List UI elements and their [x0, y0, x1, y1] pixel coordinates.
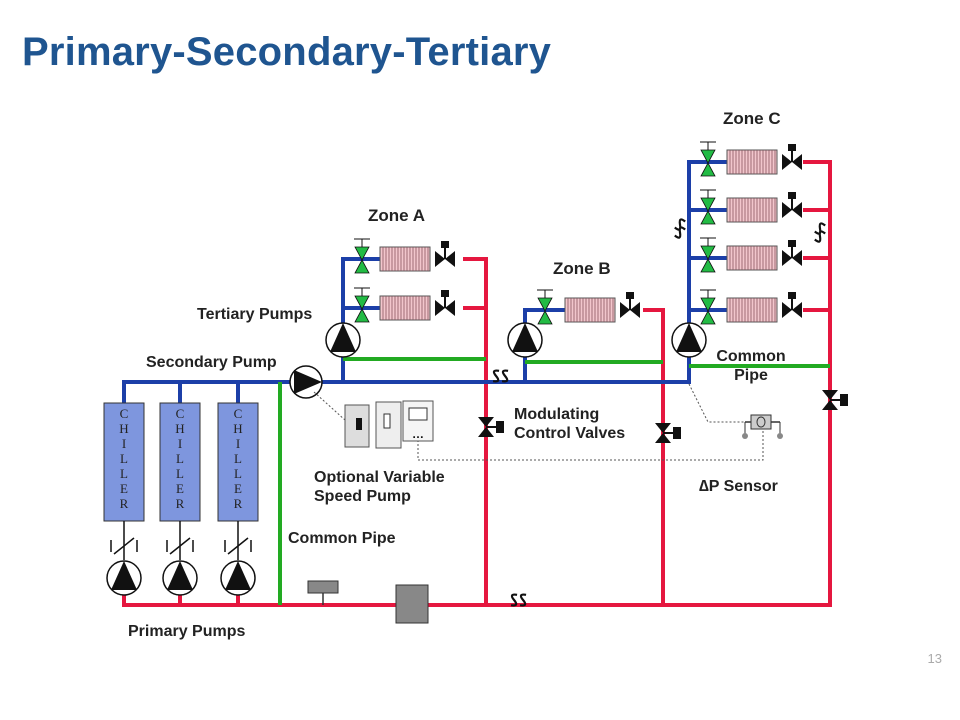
- pipe-break-marks: [492, 218, 826, 607]
- zone-a-balancing-valve-1: [353, 238, 371, 274]
- zone-c-coil-3: [726, 245, 778, 271]
- zone-c-coil-4: [726, 297, 778, 323]
- primary-pump-1: [106, 560, 142, 596]
- vsd-label: Optional Variable Speed Pump: [314, 468, 445, 506]
- modulating-line2: Control Valves: [514, 425, 626, 442]
- zone-a-coil-1: [379, 246, 431, 272]
- zone-a-control-valve-1: [434, 240, 456, 268]
- dp-sensor-label: ∆P Sensor: [699, 478, 778, 495]
- zone-c-control-valve-4: [781, 291, 803, 319]
- secondary-pump: [289, 365, 323, 399]
- common-pipe-lower-label: Common Pipe: [288, 530, 396, 547]
- check-valves: [110, 521, 252, 560]
- modulating-valves-label: Modulating Control Valves: [514, 405, 625, 443]
- variable-speed-drive: …: [344, 400, 434, 449]
- secondary-pump-label: Secondary Pump: [146, 354, 277, 371]
- modulating-valve-1: [477, 416, 505, 438]
- modulating-line1: Modulating: [514, 406, 600, 423]
- tertiary-pump-c: [671, 322, 707, 358]
- zone-c-control-valve-3: [781, 239, 803, 267]
- zone-c-balancing-valve-1: [699, 141, 717, 177]
- svg-text:…: …: [412, 427, 424, 441]
- page-title: Primary-Secondary-Tertiary: [22, 30, 552, 74]
- zone-c-balancing-valve-4: [699, 289, 717, 325]
- zone-b-control-valve: [619, 291, 641, 319]
- common-pipe-upper-label: Common Pipe: [716, 347, 786, 385]
- air-separator: [307, 580, 339, 605]
- zone-a-balancing-valve-2: [353, 287, 371, 323]
- primary-pump-2: [162, 560, 198, 596]
- zone-c-label: Zone C: [723, 109, 781, 128]
- zone-c-coil-2: [726, 197, 778, 223]
- expansion-tank: [395, 584, 429, 624]
- primary-pump-3: [220, 560, 256, 596]
- vsd-line2: Speed Pump: [314, 488, 411, 505]
- zone-c-balancing-valve-3: [699, 237, 717, 273]
- common-pipe-upper-line1: Common: [716, 348, 786, 365]
- zone-b-label: Zone B: [553, 259, 611, 278]
- modulating-valve-2: [654, 422, 682, 444]
- page-number: 13: [927, 651, 942, 666]
- zone-c-balancing-valve-2: [699, 189, 717, 225]
- tertiary-pump-b: [507, 322, 543, 358]
- tertiary-pump-a: [325, 322, 361, 358]
- primary-pumps-label: Primary Pumps: [128, 623, 246, 640]
- zone-c-control-valve-1: [781, 143, 803, 171]
- zone-a-label: Zone A: [368, 206, 425, 225]
- common-pipes: [278, 357, 830, 605]
- modulating-valve-3: [821, 389, 849, 411]
- vsd-line1: Optional Variable: [314, 469, 445, 486]
- zone-a-control-valve-2: [434, 289, 456, 317]
- tertiary-pumps-label: Tertiary Pumps: [197, 306, 313, 323]
- zone-c-control-valve-2: [781, 191, 803, 219]
- zone-b-coil: [564, 297, 616, 323]
- common-pipe-upper-line2: Pipe: [734, 367, 768, 384]
- zone-b-balancing-valve: [536, 289, 554, 325]
- signal-lines: [313, 383, 764, 461]
- zone-c-coil-1: [726, 149, 778, 175]
- dp-sensor: [742, 414, 783, 439]
- zone-a-coil-2: [379, 295, 431, 321]
